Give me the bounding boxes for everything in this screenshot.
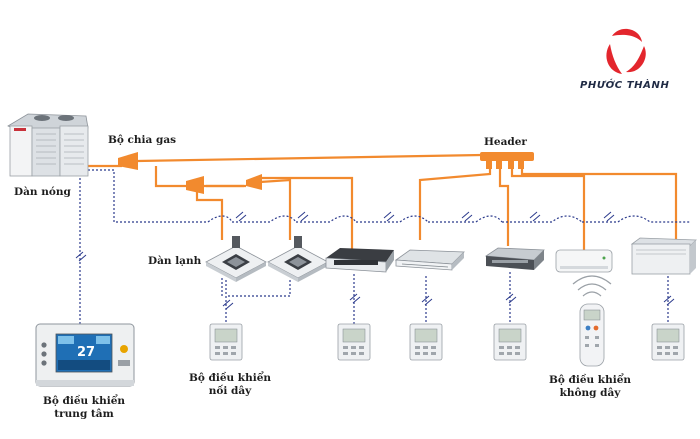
gas-splitter-label: Bộ chia gas: [108, 134, 177, 146]
wired-controller-label-line1: Bộ điều khiển: [188, 372, 272, 384]
wired-controller-icon: [493, 323, 527, 361]
central-panel-display: 27: [77, 345, 95, 360]
central-controller-label-line2: trung tâm: [54, 408, 114, 420]
outdoor-unit: [7, 113, 89, 177]
wireless-controller-label: Bộ điều khiển không dây: [549, 374, 631, 400]
gas-splitter-icon: [118, 152, 262, 194]
central-controller-label-line1: Bộ điều khiển: [42, 395, 126, 407]
wired-controller-icon: [209, 323, 243, 361]
signal-waves-icon: [572, 275, 612, 297]
wired-controller-icon: [409, 323, 443, 361]
cassette-4-way-icon: [267, 236, 329, 282]
brand-logo-icon: [606, 28, 646, 74]
central-controller-label: Bộ điều khiển trung tâm: [43, 395, 125, 421]
wired-controller-icon: [651, 323, 685, 361]
central-controller-panel: 27: [35, 323, 135, 387]
indoor-units-label: Dàn lạnh: [148, 255, 202, 267]
wireless-controller-label-line2: không dây: [559, 387, 621, 399]
outdoor-unit-label: Dàn nóng: [14, 186, 71, 198]
wireless-controller-label-line1: Bộ điều khiển: [548, 374, 632, 386]
brand-name: PHƯỚC THÀNH: [580, 80, 670, 91]
header-manifold-icon: [480, 152, 534, 169]
ducted-slim-icon: [484, 247, 545, 270]
wired-controller-label-line2: nối dây: [208, 385, 252, 397]
cassette-4-way-icon: [205, 236, 267, 282]
wire-break-marks: [75, 211, 675, 310]
cassette-4-way-dark-icon: [325, 248, 394, 273]
gas-pipe-network: [72, 153, 678, 252]
wired-controller-icon: [337, 323, 371, 361]
header-label: Header: [484, 136, 527, 148]
ceiling-suspended-icon: [394, 249, 465, 271]
wireless-remote-icon: [579, 303, 605, 367]
wired-controller-label: Bộ điều khiển nối dây: [189, 372, 271, 398]
wall-mounted-icon: [555, 249, 613, 273]
floor-standing-icon: [630, 237, 697, 275]
